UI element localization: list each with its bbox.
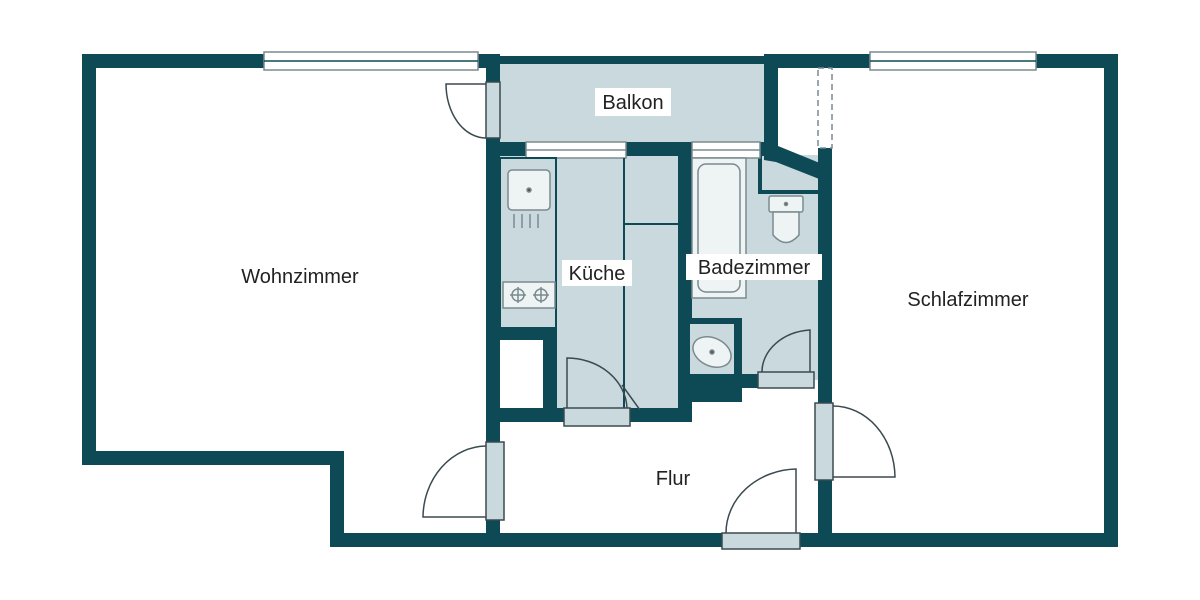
wall-wohn-right [486,138,500,442]
wall-kueche-bottom-b [630,408,692,422]
wall-pantry-top [486,326,556,340]
toilet-icon [768,195,804,244]
label-flur: Flur [656,468,691,490]
wall-balkon-bottom-a [486,142,526,156]
label-badezimmer: Badezimmer [698,257,811,279]
wall-pantry-right [543,326,557,422]
wall-wohn-right-top [486,54,500,82]
door-wohnzimmer [485,441,505,521]
wall-top-right-a [766,54,870,68]
wall-bottom-left [82,451,344,465]
label-kueche: Küche [569,263,626,285]
room-labels: Wohnzimmer Balkon Küche Badezimmer Schla… [241,88,1029,490]
door-eingang [721,532,801,550]
pantry [500,340,543,408]
stove-icon [502,281,556,309]
door-bad [757,371,815,389]
wall-bad-bottom [678,374,758,388]
wall-bottom [330,533,722,547]
wall-wc-box [734,318,742,380]
wall-bottom-right [800,533,1118,547]
wall-schlaf-left [818,148,832,403]
wall-top-right-b [1036,54,1118,68]
sink-icon [507,169,551,228]
wall-step [330,451,344,547]
window-schlaf-side [817,67,833,149]
door-kueche [563,407,631,427]
wall-shaft [758,190,832,194]
door-schlafzimmer [814,402,834,481]
shaft [762,162,818,190]
wall-shaft-left [758,150,762,194]
wall-top-left [82,54,264,68]
wall-balkon-bottom-b [626,142,692,156]
wall-left [82,54,96,464]
wall-balkon-top [480,56,770,64]
wall-right [1104,54,1118,547]
doors [422,81,896,550]
wall-balkon-right [764,54,778,154]
label-wohnzimmer: Wohnzimmer [241,266,359,288]
door-balkon [485,81,501,139]
label-schlafzimmer: Schlafzimmer [907,289,1028,311]
wall-schlaf-left-low [818,480,832,547]
windows [263,51,1037,159]
wall-wohn-right-low [486,520,500,547]
wall-diagonal [764,146,832,184]
walls [82,54,1118,547]
washbasin-icon [690,324,734,374]
wall-kueche-bad [678,142,692,422]
wall-wc-box-top [690,318,742,324]
label-balkon: Balkon [602,92,663,114]
wall-bad-bottom-b [690,388,742,402]
